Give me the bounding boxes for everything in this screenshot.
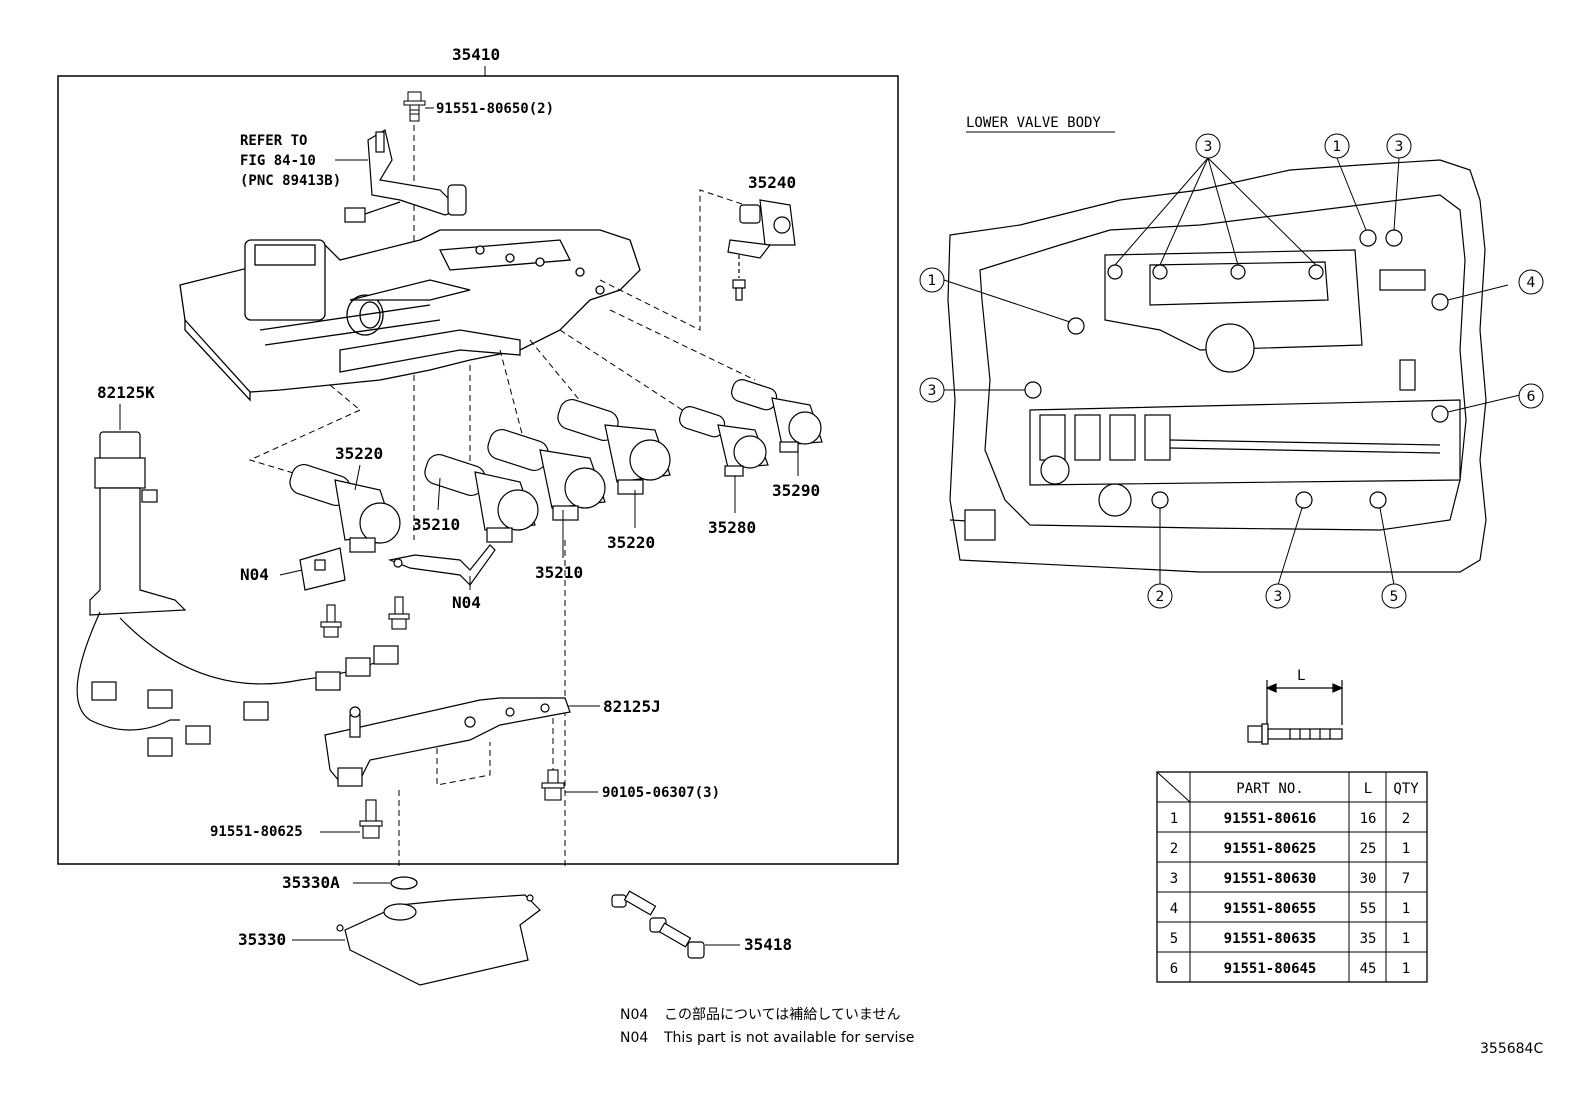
bolt-length-label: L: [1297, 668, 1305, 684]
solenoid-35210-b: [487, 428, 606, 521]
figure-id: 355684C: [1480, 1041, 1543, 1057]
label-90105[interactable]: 90105-06307(3): [602, 785, 720, 801]
label-35220-b[interactable]: 35220: [607, 533, 655, 552]
sensor-bracket: [344, 129, 467, 223]
assembly-box: [57, 75, 899, 865]
table-cell: 30: [1360, 871, 1377, 887]
callout-numbers: 3 1 3 1 4 3 6 2 3 5: [928, 139, 1536, 605]
label-35290[interactable]: 35290: [772, 481, 820, 500]
table-header-l: L: [1364, 781, 1372, 797]
table-cell: 35: [1360, 931, 1377, 947]
table-cell: 91551-80616: [1224, 811, 1317, 827]
bolt-top-label[interactable]: 91551-80650(2): [436, 101, 554, 117]
harness-82125J: [324, 697, 571, 787]
lower-valve-body-drawing: [947, 159, 1487, 573]
table-cell: 6: [1170, 961, 1178, 977]
note-text-1: この部品については補給していません: [664, 1007, 900, 1023]
table-cell: 91551-80635: [1224, 931, 1317, 947]
bolt-91551-80625: [359, 799, 383, 839]
table-cell: 1: [1402, 961, 1410, 977]
table-cell: 2: [1402, 811, 1410, 827]
callout-6: 6: [1527, 389, 1536, 405]
lower-valve-body-title: LOWER VALVE BODY: [966, 115, 1101, 131]
parts-table: PART NO. L QTY 1 91551-80616 16 2 2 9155…: [1156, 771, 1428, 983]
table-cell: 1: [1402, 901, 1410, 917]
callout-circles: [919, 133, 1544, 609]
label-35330A[interactable]: 35330A: [282, 873, 340, 892]
table-header-qty: QTY: [1393, 781, 1419, 797]
valve-body: [179, 229, 641, 402]
label-35240[interactable]: 35240: [748, 173, 796, 192]
table-cell: 91551-80645: [1224, 961, 1317, 977]
label-82125J[interactable]: 82125J: [603, 697, 661, 716]
table-cell: 91551-80655: [1224, 901, 1317, 917]
table-cell: 91551-80630: [1224, 871, 1317, 887]
label-35330[interactable]: 35330: [238, 930, 286, 949]
label-35210-b[interactable]: 35210: [535, 563, 583, 582]
solenoid-35220-a: [289, 463, 401, 553]
label-n04-b[interactable]: N04: [452, 593, 481, 612]
table-cell: 5: [1170, 931, 1178, 947]
small-bolts: [320, 596, 410, 638]
notes: N04 この部品については補給していません N04 This part is n…: [620, 1007, 914, 1046]
callout-3-top: 3: [1204, 139, 1213, 155]
label-n04-a[interactable]: N04: [240, 565, 269, 584]
callout-2: 2: [1156, 589, 1165, 605]
refer-line-2: FIG 84-10: [240, 153, 316, 169]
note-code-1: N04: [620, 1007, 648, 1023]
solenoid-35418: [611, 890, 705, 959]
table-cell: 3: [1170, 871, 1178, 887]
label-35210-a[interactable]: 35210: [412, 515, 460, 534]
note-code-2: N04: [620, 1030, 648, 1046]
refer-note: REFER TO FIG 84-10 (PNC 89413B): [240, 133, 368, 189]
table-cell: 16: [1360, 811, 1377, 827]
table-cell: 2: [1170, 841, 1178, 857]
solenoid-35210-a: [424, 453, 539, 543]
table-cell: 55: [1360, 901, 1377, 917]
label-91551-80625[interactable]: 91551-80625: [210, 824, 303, 840]
bolt-90105: [541, 769, 565, 801]
table-cell: 7: [1402, 871, 1410, 887]
callout-3-left: 3: [928, 383, 937, 399]
callout-3-top-right: 3: [1395, 139, 1404, 155]
callout-1-top: 1: [1333, 139, 1342, 155]
refer-line-3: (PNC 89413B): [240, 173, 341, 189]
callout-3-bottom: 3: [1274, 589, 1283, 605]
solenoid-35220-b: [557, 398, 671, 495]
label-35220-a[interactable]: 35220: [335, 444, 383, 463]
label-35280[interactable]: 35280: [708, 518, 756, 537]
solenoid-35280: [679, 406, 769, 477]
strainer-35330: [336, 894, 541, 986]
bracket-n04-a: [299, 547, 346, 591]
callout-4: 4: [1527, 275, 1536, 291]
table-cell: 1: [1402, 931, 1410, 947]
assembly-frame: 35410: [57, 45, 899, 865]
solenoid-35290: [731, 379, 823, 453]
table-cell: 25: [1360, 841, 1377, 857]
harness-82125K: [76, 431, 399, 757]
table-cell: 91551-80625: [1224, 841, 1317, 857]
bolt-91551-80650: 91551-80650(2): [403, 91, 554, 540]
table-cell: 1: [1402, 841, 1410, 857]
refer-line-1: REFER TO: [240, 133, 307, 149]
oring-35330A: [390, 876, 418, 890]
solenoid-35240: [727, 199, 796, 301]
callout-1-left: 1: [928, 273, 937, 289]
table-cell: 45: [1360, 961, 1377, 977]
table-header-part-no: PART NO.: [1236, 781, 1303, 797]
callout-5: 5: [1390, 589, 1399, 605]
table-cell: 1: [1170, 811, 1178, 827]
bolt-dimension: [1247, 680, 1344, 745]
label-35418[interactable]: 35418: [744, 935, 792, 954]
label-82125K[interactable]: 82125K: [97, 383, 155, 402]
callout-lines: [943, 157, 1521, 586]
bracket-n04-b: [387, 544, 496, 586]
table-cell: 4: [1170, 901, 1178, 917]
note-text-2: This part is not available for servise: [663, 1030, 914, 1046]
main-part-label[interactable]: 35410: [452, 45, 500, 64]
